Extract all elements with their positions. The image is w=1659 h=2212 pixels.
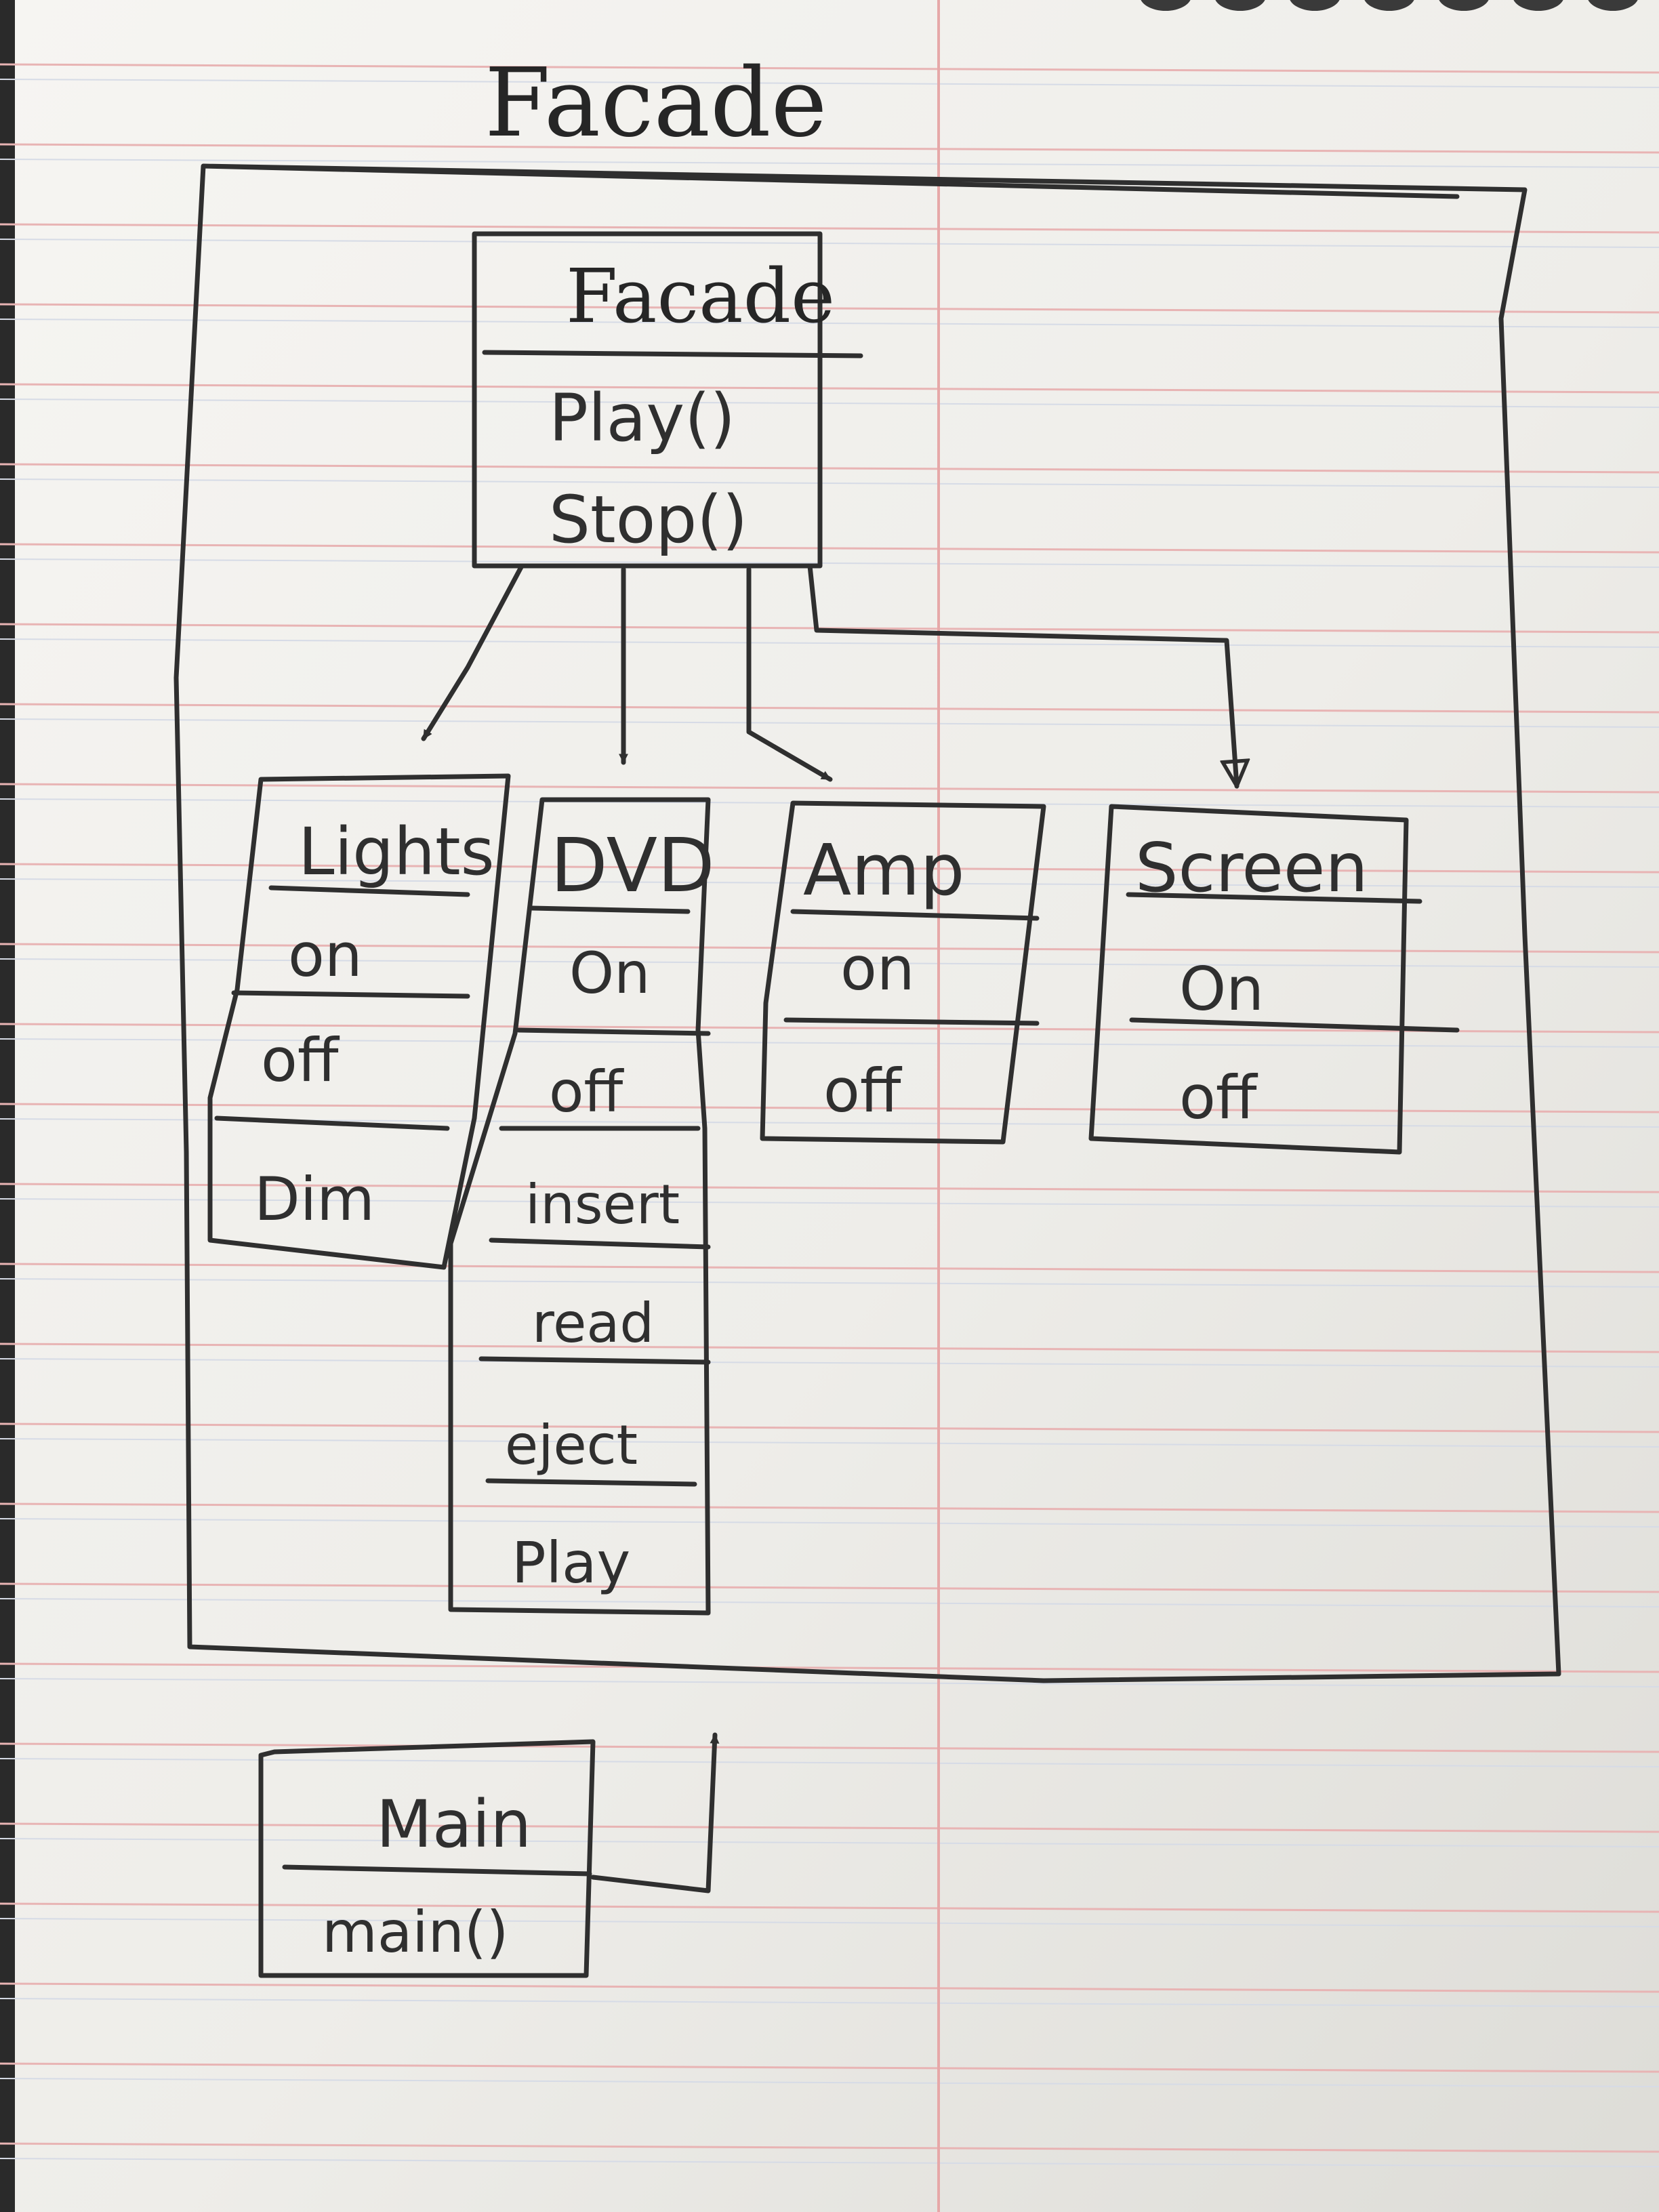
ruled-line xyxy=(0,478,1659,488)
class-lights xyxy=(207,773,511,1270)
ruled-line xyxy=(0,63,1659,74)
ruled-line xyxy=(0,1838,1659,1847)
dvd-method-play: Play xyxy=(512,1530,630,1596)
ruled-line xyxy=(0,2158,1659,2167)
dvd-method-read: read xyxy=(532,1292,654,1355)
lights-class-name: Lights xyxy=(298,814,495,890)
ruled-line xyxy=(0,463,1659,474)
ruled-line xyxy=(0,638,1659,648)
arrow-facade-to-amp xyxy=(746,567,833,782)
class-amp xyxy=(760,800,1046,1145)
ruled-line xyxy=(0,1582,1659,1593)
ruled-line xyxy=(0,1502,1659,1513)
ruled-line xyxy=(0,303,1659,314)
ruled-line xyxy=(0,1998,1659,2007)
class-facade xyxy=(472,231,863,569)
ruled-line xyxy=(0,1758,1659,1767)
ruled-line xyxy=(0,1038,1659,1048)
lights-method-dim: Dim xyxy=(254,1164,375,1234)
ruled-line xyxy=(0,1598,1659,1607)
dvd-method-off: off xyxy=(549,1059,624,1125)
facade-class-name: Facade xyxy=(566,253,835,340)
ruled-line xyxy=(0,1918,1659,1927)
amp-class-name: Amp xyxy=(803,829,964,912)
ruled-line xyxy=(0,543,1659,554)
ruled-line xyxy=(0,1902,1659,1913)
dvd-method-on: On xyxy=(569,940,650,1006)
ruled-line xyxy=(0,558,1659,568)
ruled-line xyxy=(0,1742,1659,1753)
ruled-line xyxy=(0,1438,1659,1448)
binding-edge xyxy=(0,0,15,2212)
amp-method-off: off xyxy=(823,1056,903,1126)
ruled-line xyxy=(0,1263,1659,1273)
ruled-line xyxy=(0,878,1659,888)
diagram-title: Facade xyxy=(485,48,827,159)
ruled-line xyxy=(0,239,1659,248)
ruled-line xyxy=(0,383,1659,394)
screen-method-off: off xyxy=(1179,1063,1258,1132)
class-screen xyxy=(1088,804,1460,1155)
ruled-line xyxy=(0,2142,1659,2153)
facade-method-play: Play() xyxy=(549,380,735,456)
ruled-line xyxy=(0,1662,1659,1673)
ruled-line xyxy=(0,1358,1659,1368)
ruled-line xyxy=(0,943,1659,954)
ruled-line xyxy=(0,1982,1659,1993)
ruled-line xyxy=(0,159,1659,168)
ruled-line xyxy=(0,143,1659,154)
main-method-main: main() xyxy=(322,1899,508,1965)
ruled-line xyxy=(0,398,1659,408)
main-class-name: Main xyxy=(376,1786,531,1862)
ruled-line xyxy=(0,1343,1659,1353)
ruled-line xyxy=(0,2078,1659,2087)
ruled-line xyxy=(0,783,1659,794)
lights-method-on: on xyxy=(288,920,363,990)
ruled-line xyxy=(0,1103,1659,1113)
dvd-method-eject: eject xyxy=(505,1414,638,1477)
class-dvd xyxy=(448,797,711,1616)
lights-method-off: off xyxy=(261,1025,340,1095)
ruled-line xyxy=(0,1678,1659,1687)
ruled-line xyxy=(0,79,1659,88)
ruled-line xyxy=(0,2062,1659,2073)
ruled-line xyxy=(0,1023,1659,1033)
arrow-main-to-facade xyxy=(590,1732,720,1893)
ruled-line xyxy=(0,1518,1659,1528)
dvd-method-insert: insert xyxy=(525,1173,680,1236)
screen-method-on: On xyxy=(1179,954,1264,1024)
arrow-facade-to-screen xyxy=(807,563,1237,786)
ruled-line xyxy=(0,1278,1659,1288)
dvd-class-name: DVD xyxy=(550,822,715,909)
ruled-line xyxy=(0,1198,1659,1208)
spiral-holes xyxy=(1141,0,1638,11)
screen-class-name: Screen xyxy=(1135,828,1368,907)
ruled-line xyxy=(0,718,1659,728)
ruled-line xyxy=(0,1422,1659,1433)
ruled-line xyxy=(0,958,1659,968)
class-main xyxy=(258,1739,596,1978)
ruled-line xyxy=(0,863,1659,874)
arrow-facade-to-lights xyxy=(421,563,525,741)
ruled-line xyxy=(0,223,1659,234)
ruled-line xyxy=(0,1183,1659,1193)
ruled-line xyxy=(0,1822,1659,1833)
ruled-line xyxy=(0,319,1659,328)
amp-method-on: on xyxy=(840,934,915,1004)
package-boundary xyxy=(173,163,1561,1683)
facade-method-stop: Stop() xyxy=(549,482,747,558)
ruled-line xyxy=(0,703,1659,714)
